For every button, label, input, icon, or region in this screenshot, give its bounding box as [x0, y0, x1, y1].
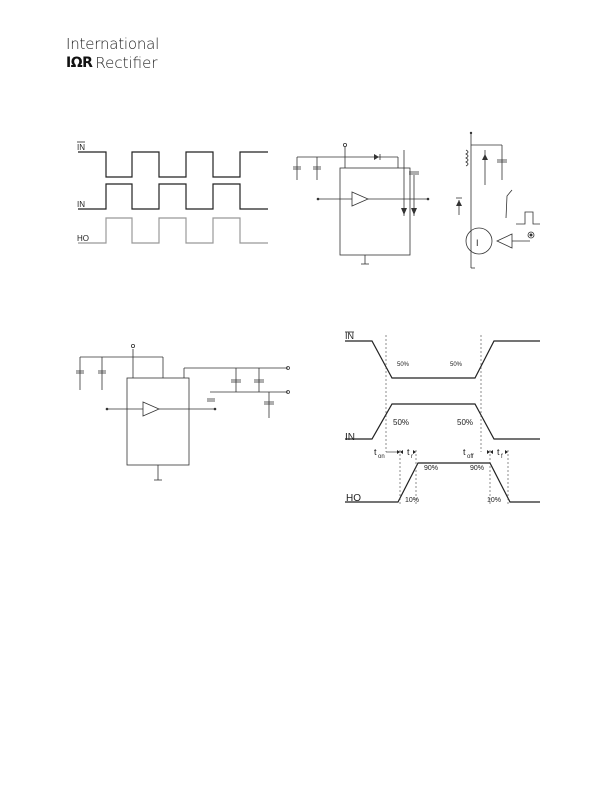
diode-symbol — [374, 154, 379, 160]
waveform-in-bar — [78, 151, 268, 178]
waveform-in-2 — [345, 403, 540, 440]
svg-text:on: on — [378, 454, 385, 460]
label-50-c: 50% — [393, 418, 409, 427]
ic-body-2 — [126, 377, 190, 466]
timing-waveform-figure: IN IN HO — [77, 141, 268, 244]
label-in-2: IN — [345, 432, 355, 443]
inductor-symbol — [465, 149, 469, 167]
buffer-symbol — [351, 191, 369, 207]
logo-text-international: International — [66, 35, 160, 53]
company-logo: International IΩR Rectifier — [66, 35, 160, 73]
label-t-on: t — [374, 447, 377, 457]
svg-text:r: r — [411, 454, 413, 460]
label-t-off: t — [463, 447, 466, 457]
svg-text:I: I — [476, 238, 479, 248]
label-90-b: 90% — [470, 465, 484, 472]
label-10-b: 10% — [487, 497, 501, 504]
ic-body — [339, 167, 411, 256]
label-in-bar: IN — [77, 143, 85, 152]
waveform-in-bar-2 — [345, 340, 540, 379]
waveform-ho — [78, 217, 268, 244]
waveform-ho-2 — [345, 462, 540, 503]
label-ho-2: HO — [346, 493, 361, 504]
logo-text-rectifier: Rectifier — [95, 54, 158, 72]
label-t-f: t — [497, 447, 500, 457]
svg-text:f: f — [501, 454, 503, 460]
label-ho: HO — [77, 234, 89, 243]
label-50-b: 50% — [450, 362, 463, 368]
driver-buffer-symbol — [496, 233, 513, 249]
label-90-a: 90% — [424, 465, 438, 472]
label-t-r: t — [407, 447, 410, 457]
label-50-d: 50% — [457, 418, 473, 427]
svg-text:off: off — [467, 454, 474, 460]
current-probe-symbol — [465, 227, 493, 255]
test-circuit-middle — [293, 142, 430, 265]
label-50-a: 50% — [397, 362, 410, 368]
label-in: IN — [77, 200, 85, 209]
test-circuit-right: I — [456, 131, 540, 269]
input-pulse-symbol — [516, 211, 540, 225]
logo-mark: IΩR — [66, 55, 93, 71]
label-in-bar-2: IN — [345, 331, 354, 341]
buffer-symbol-2 — [142, 401, 160, 417]
waveform-in — [78, 183, 268, 210]
switching-time-figure: IN IN HO 50% 50% 50% 50% 90% 90% 10% 10%… — [345, 331, 540, 505]
test-circuit-bottom — [76, 343, 290, 481]
label-10-a: 10% — [405, 497, 419, 504]
